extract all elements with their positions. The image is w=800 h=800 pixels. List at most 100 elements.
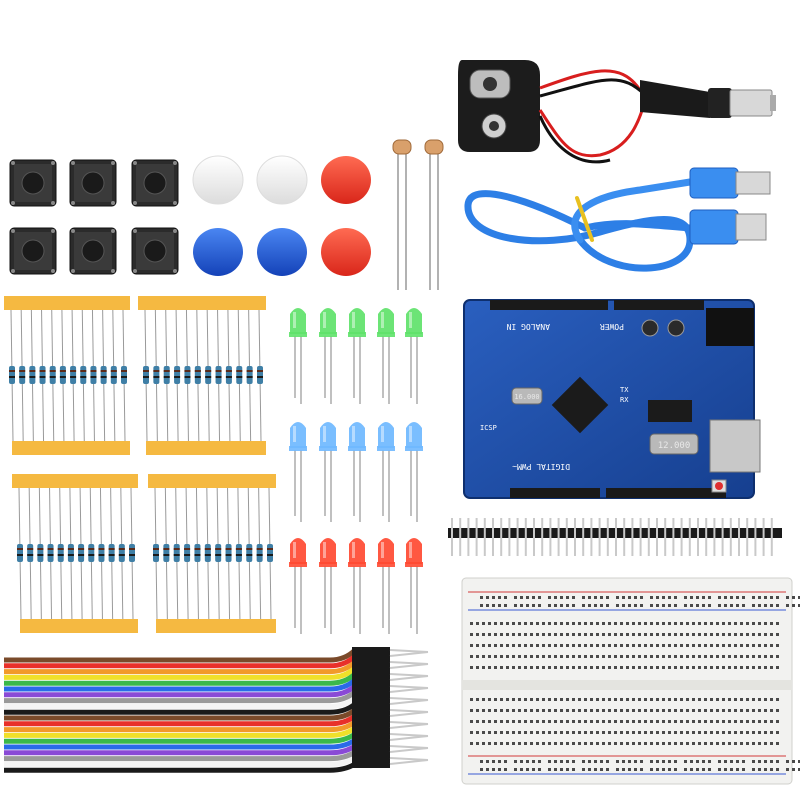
resistor [256,544,263,562]
jumper-wire [4,648,357,663]
tactile-button [69,159,117,207]
resistor [163,366,170,384]
resistor [215,544,222,562]
tactile-button [9,159,57,207]
dupont-connector [352,647,390,654]
dupont-connector [352,719,390,726]
dc-jack [706,308,754,346]
resistor [80,366,87,384]
header-bottom [510,488,600,498]
small-crystal [511,387,543,405]
dupont-connector [352,653,390,660]
resistor-strip [148,474,276,633]
usb-chip [648,400,692,422]
resistor [143,366,149,384]
jumper-wire-ribbon [4,647,429,773]
led [405,308,423,404]
dupont-connector [352,665,390,672]
resistor [163,544,170,562]
resistor [184,366,191,384]
dupont-connector [352,713,390,720]
resistor [205,366,212,384]
dupont-connector [352,677,390,684]
resistor [37,544,44,562]
usb-cable [464,167,771,272]
crystal-label: 12.000 [658,441,691,451]
resistor [29,366,36,384]
dupont-connector [352,683,390,690]
resistor [204,544,211,562]
led [319,422,337,522]
resistor-strip [4,296,130,455]
resistor-strip [12,474,138,633]
resistor [194,544,201,562]
cap-white [256,155,308,205]
dupont-connector [352,689,390,696]
resistor-strips [4,296,276,633]
dupont-connector [352,749,390,756]
dupont-connector [352,701,390,708]
resistor [27,544,34,562]
header-top-2 [614,300,704,310]
led [405,538,423,634]
usb-a-plug [689,167,739,199]
photoresistor [392,139,412,155]
resistor [88,544,95,562]
resistor [194,366,201,384]
resistor [49,366,56,384]
resistor [235,544,242,562]
silk-rx: RX [620,396,629,404]
tactile-button [69,227,117,275]
resistor [90,366,97,384]
electrolytic-capacitor [667,319,685,337]
led [289,308,307,404]
resistor [153,366,160,384]
crystal [649,433,699,455]
resistor [17,544,23,562]
header-top [490,300,608,310]
led [377,422,395,522]
leds [289,308,423,634]
dupont-connector [352,695,390,702]
resistor [19,366,26,384]
resistor [118,544,125,562]
small-crystal-label: 16.000 [514,393,539,401]
led [289,422,307,522]
cap-red [321,228,371,276]
resistor [184,544,191,562]
resistor [108,544,115,562]
silk-tx: TX [620,386,629,394]
electrolytic-capacitor [641,319,659,337]
resistor [121,366,127,384]
dupont-connector [352,671,390,678]
breadboard [461,577,800,785]
led [319,308,337,404]
resistor [100,366,107,384]
cap-red [321,156,371,204]
breadboard-holes [470,596,800,771]
microcontroller-board: 12.000 16.000 ANALOG IN POWER DIGITAL PW… [463,299,761,499]
silk-analog-in: ANALOG IN [506,322,550,331]
resistor [110,366,117,384]
led [319,538,337,634]
tactile-button [131,159,179,207]
dupont-connector [352,731,390,738]
led [348,308,366,404]
resistor [246,366,253,384]
cap-blue [193,228,243,276]
tactile-buttons [9,159,179,275]
led [405,422,423,522]
usb-b-port [709,419,761,473]
resistor [173,544,180,562]
cap-blue [257,228,307,276]
dupont-connector [352,737,390,744]
led [348,538,366,634]
dupont-connector [352,659,390,666]
resistor [67,544,74,562]
dupont-connector [352,761,390,768]
resistor [98,544,105,562]
resistor [78,544,85,562]
led [348,422,366,522]
tactile-button [9,227,57,275]
